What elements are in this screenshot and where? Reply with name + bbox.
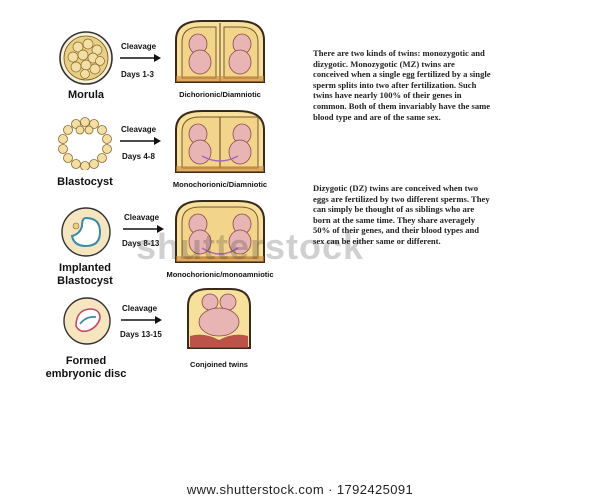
stage-label-blastocyst: Blastocyst [57,176,113,188]
stage-label-embryonic-disc: Formed embryonic disc [45,355,127,380]
result-label-monochorionic-monoamniotic: Monochorionic/monoamniotic [166,270,274,279]
watermark: shutterstock [136,226,365,267]
days-label: Days 8-13 [122,239,160,248]
paragraph-monozygotic: There are two kinds of twins: monozygoti… [313,48,491,122]
twins-sac-dichorionic [175,20,265,83]
days-label: Days 1-3 [121,70,154,79]
arrow-icon [121,316,162,324]
result-label-conjoined: Conjoined twins [190,360,248,369]
cleavage-label: Cleavage [121,42,157,51]
cleavage-label: Cleavage [121,125,157,134]
footer-credit: www.shutterstock.com · 1792425091 [186,482,414,497]
footer-bar [0,477,600,501]
arrow-icon [120,54,161,62]
arrow-icon [120,137,161,145]
twins-sac-conjoined [187,288,251,349]
twins-sac-monochorionic-monoamniotic [175,200,265,263]
days-label: Days 4-8 [122,152,155,161]
stage-label-morula: Morula [67,89,105,101]
result-label-monochorionic-diamniotic: Monochorionic/Diamniotic [172,180,268,189]
days-label: Days 13-15 [120,330,162,339]
blastocyst-illustration [58,117,112,170]
embryonic-disc-illustration [63,297,111,345]
arrow-icon [123,225,164,233]
paragraph-dizygotic: Dizygotic (DZ) twins are conceived when … [313,183,490,246]
cleavage-label: Cleavage [124,213,160,222]
twins-sac-monochorionic-diamniotic [175,110,265,173]
implanted-blastocyst-illustration [61,207,111,257]
morula-illustration [59,31,113,85]
result-label-dichorionic: Dichorionic/Diamniotic [179,90,261,99]
cleavage-label: Cleavage [122,304,158,313]
stage-label-implanted-blastocyst: Implanted Blastocyst [57,262,113,287]
